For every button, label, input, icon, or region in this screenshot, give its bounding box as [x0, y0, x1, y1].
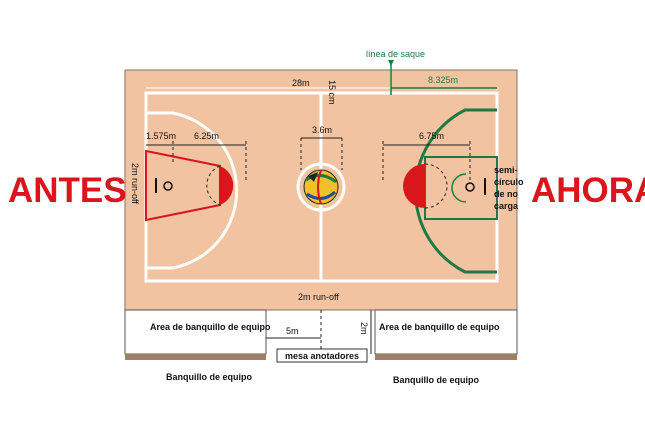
center-circle [296, 162, 346, 212]
line-width-label: 15 cm [327, 80, 337, 105]
run-off-side-label: 2m run-off [130, 163, 140, 204]
circle-diameter-label: 3.6m [312, 125, 332, 135]
bench-area-left-box [124, 309, 267, 355]
old-offset-label: 1.575m [146, 131, 176, 141]
bench-area-right-label: Area de banquillo de equipo [379, 322, 500, 332]
basketball-icon [303, 169, 339, 205]
run-off-bottom-label: 2m run-off [298, 292, 339, 302]
bench-left [125, 354, 266, 360]
left-hoop [163, 181, 173, 191]
old-free-throw-circle-solid [220, 166, 234, 205]
table-distance-label: 5m [286, 326, 299, 336]
court-length-label: 28m [292, 78, 310, 88]
saque-arrow-head [388, 60, 394, 66]
bench-right [375, 354, 517, 360]
new-three-point-label: 6.75m [419, 131, 444, 141]
bench-area-right-box [374, 309, 518, 355]
saque-distance-label: 8.325m [428, 75, 458, 85]
bench-area-left-label: Area de banquillo de equipo [150, 322, 271, 332]
right-hoop [465, 182, 475, 192]
new-restricted-area [424, 156, 498, 220]
bench-left-label: Banquillo de equipo [166, 372, 252, 382]
scorers-table-box [276, 348, 368, 363]
no-charge-semicircle [451, 173, 467, 203]
ahora-label: AHORA [531, 171, 645, 210]
new-free-throw-circle-dashed [424, 163, 448, 209]
old-three-point-line [146, 111, 239, 270]
table-depth-label: 2m [359, 322, 369, 335]
linea-de-saque-label: línea de saque [366, 49, 425, 59]
semicircle-label: semi- círculo de no carga [494, 165, 526, 211]
old-free-throw-circle-dashed [206, 165, 221, 206]
antes-label: ANTES [8, 171, 127, 210]
scorers-table-label: mesa anotadores [285, 351, 359, 361]
new-free-throw-circle-solid [403, 164, 425, 208]
bench-right-label: Banquillo de equipo [393, 375, 479, 385]
old-three-point-label: 6.25m [194, 131, 219, 141]
